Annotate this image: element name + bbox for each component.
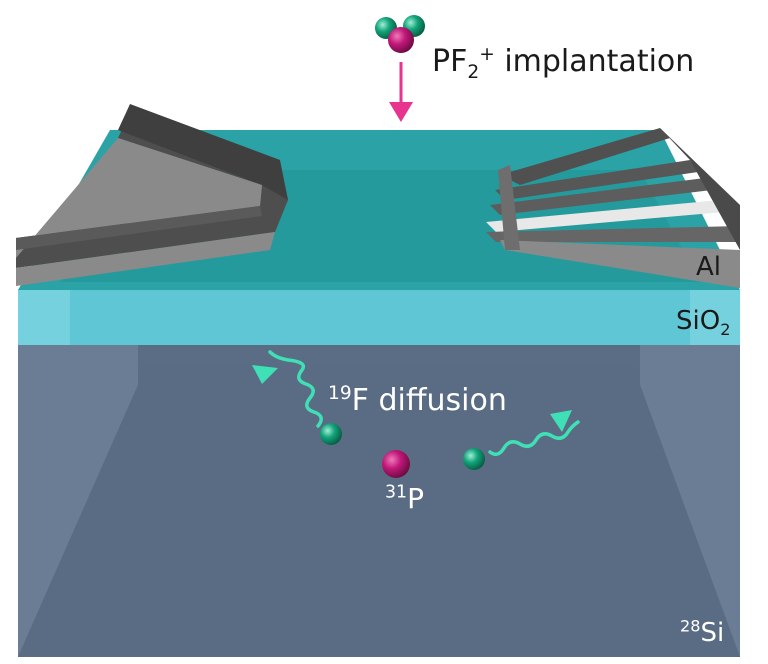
substrate-left-bevel bbox=[18, 345, 138, 657]
oxide-front-bevel-left bbox=[18, 290, 70, 345]
implantation-label: PF2+ implantation bbox=[432, 44, 695, 83]
substrate-inner-face bbox=[18, 385, 740, 657]
implantation-arrow bbox=[389, 62, 413, 122]
aluminium-gates-right bbox=[486, 128, 740, 288]
phosphorus-atom bbox=[382, 450, 410, 478]
silicon-substrate bbox=[18, 345, 740, 657]
oxide-front-bevel-right bbox=[690, 290, 740, 345]
substrate-right-bevel bbox=[640, 345, 740, 657]
fluorine-atom-left bbox=[320, 423, 342, 445]
oxide-front bbox=[18, 290, 740, 345]
pf2-molecule bbox=[375, 15, 425, 53]
fluorine-atom-right bbox=[463, 448, 485, 470]
oxide-label: SiO2 bbox=[676, 306, 731, 340]
fluorine-diffusion-label: 19F diffusion bbox=[328, 383, 507, 418]
aluminium-gate-left bbox=[16, 104, 288, 286]
silicon-label: 28Si bbox=[680, 616, 725, 648]
diffusion-arrow-left bbox=[252, 350, 323, 428]
molecule-phosphorus-atom bbox=[388, 27, 414, 53]
diffusion-arrow-right bbox=[488, 410, 580, 456]
aluminium-label: Al bbox=[696, 252, 722, 282]
phosphorus-label: 31P bbox=[385, 482, 424, 515]
